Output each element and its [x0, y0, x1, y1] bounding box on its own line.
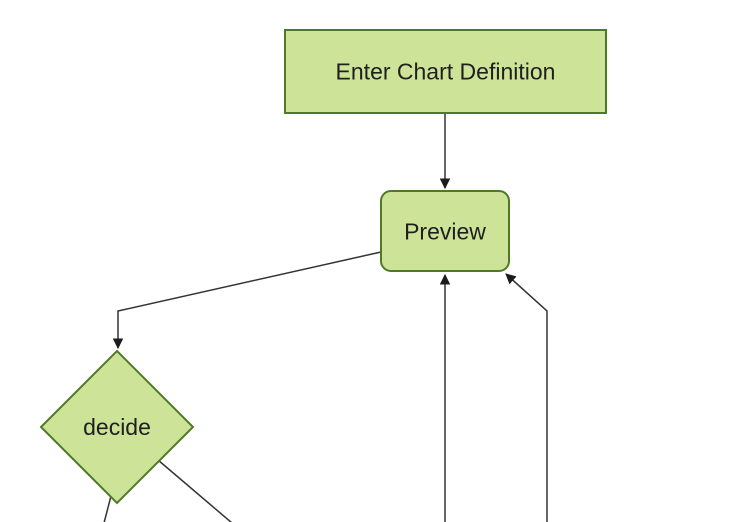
node-enter-chart-definition: Enter Chart Definition: [284, 29, 607, 114]
enter-chart-definition-shape: [284, 29, 607, 114]
edge-preview-to-decide: [112, 251, 382, 350]
decide-shape: [39, 349, 195, 505]
node-decide: decide: [39, 349, 195, 505]
edge-decide-to-offscreen-bottom-left: [103, 495, 112, 522]
edge-offscreen-bottom-right-to-preview: [505, 273, 548, 522]
edge-decide-to-offscreen-bottom-right: [157, 459, 232, 522]
preview-shape: [380, 190, 510, 272]
edges-layer: [103, 114, 548, 522]
enter-chart-definition-label: Enter Chart Definition: [336, 59, 556, 85]
decide-label: decide: [83, 414, 151, 440]
preview-label: Preview: [404, 219, 486, 245]
node-preview: Preview: [380, 190, 510, 272]
